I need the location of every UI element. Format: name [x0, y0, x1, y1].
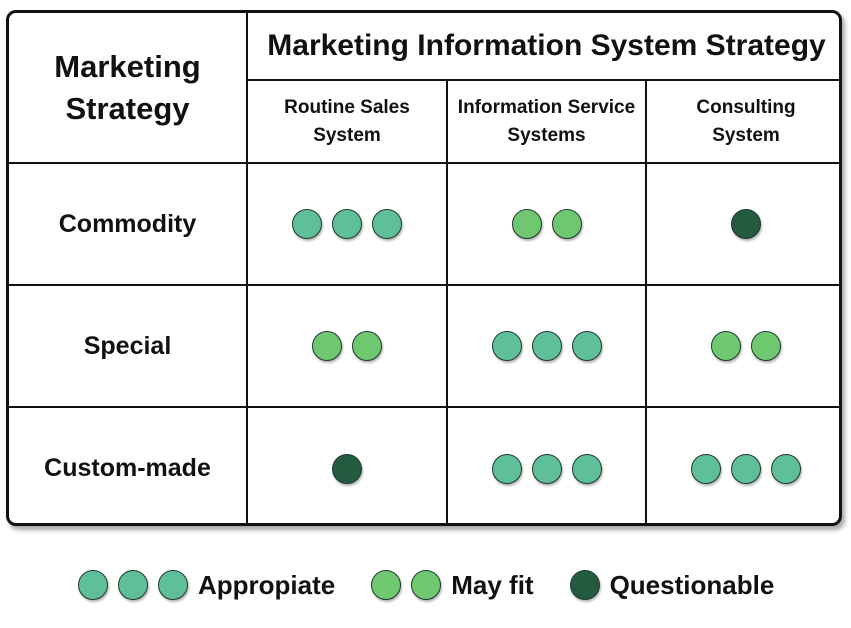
mayfit-dot: [411, 570, 442, 600]
legend-questionable-label: Questionable: [609, 569, 775, 600]
matrix-cell: [645, 162, 839, 284]
appropriate-dot: [491, 453, 522, 484]
matrix-cell: [446, 284, 645, 406]
legend-questionable-dots: [569, 570, 600, 600]
corner-line-2: Strategy: [65, 90, 190, 126]
corner-line-1: Marketing: [54, 48, 201, 84]
appropriate-dot: [571, 453, 602, 484]
rating-dots: [292, 209, 402, 239]
appropriate-dot: [332, 209, 362, 239]
column-header-line-2: Systems: [507, 124, 586, 146]
mayfit-dot: [751, 331, 781, 361]
appropriate-dot: [531, 453, 562, 484]
matrix-cell: [645, 406, 839, 523]
appropriate-dot: [771, 453, 801, 484]
questionable-dot: [569, 570, 600, 600]
matrix-cell: [246, 162, 446, 284]
legend-appropriate-dots: [78, 570, 188, 600]
appropriate-dot: [491, 331, 522, 361]
mayfit-dot: [312, 331, 342, 361]
rating-dots: [491, 453, 602, 484]
mayfit-dot: [551, 209, 582, 239]
legend-mayfit-label: May fit: [451, 569, 534, 600]
questionable-dot: [332, 453, 362, 484]
appropriate-dot: [691, 453, 721, 484]
matrix-title: Marketing Information System Strategy: [246, 13, 839, 79]
column-header-line-2: System: [712, 124, 780, 146]
row-header-custom-made: Custom-made: [9, 406, 246, 523]
column-header-line-2: System: [313, 124, 381, 146]
appropriate-dot: [292, 209, 322, 239]
matrix-cell: [645, 284, 839, 406]
rating-dots: [491, 331, 602, 361]
mayfit-dot: [352, 331, 382, 361]
matrix-cell: [446, 406, 645, 523]
appropriate-dot: [731, 453, 761, 484]
questionable-dot: [731, 209, 761, 239]
rating-dots: [332, 453, 362, 484]
rating-dots: [691, 453, 801, 484]
appropriate-dot: [372, 209, 402, 239]
mayfit-dot: [511, 209, 542, 239]
legend-mayfit-dots: [371, 570, 442, 600]
appropriate-dot: [118, 570, 148, 600]
matrix-cell: [446, 162, 645, 284]
mayfit-dot: [711, 331, 741, 361]
rating-dots: [711, 331, 781, 361]
appropriate-dot: [571, 331, 602, 361]
rating-dots: [731, 209, 761, 239]
mayfit-dot: [371, 570, 402, 600]
row-header-commodity: Commodity: [9, 162, 246, 284]
matrix-cell: [246, 406, 446, 523]
column-header-line-1: Information Service: [457, 96, 636, 118]
appropriate-dot: [531, 331, 562, 361]
rating-dots: [511, 209, 582, 239]
matrix-cell: [246, 284, 446, 406]
row-header-special: Special: [9, 284, 246, 406]
legend-appropriate-label: Appropiate: [198, 569, 336, 600]
legend: Appropiate May fit Questionable: [78, 565, 810, 605]
column-header-line-1: Consulting: [696, 96, 796, 118]
column-header-line-1: Routine Sales: [284, 96, 410, 118]
appropriate-dot: [78, 570, 108, 600]
rating-dots: [312, 331, 382, 361]
appropriate-dot: [158, 570, 188, 600]
